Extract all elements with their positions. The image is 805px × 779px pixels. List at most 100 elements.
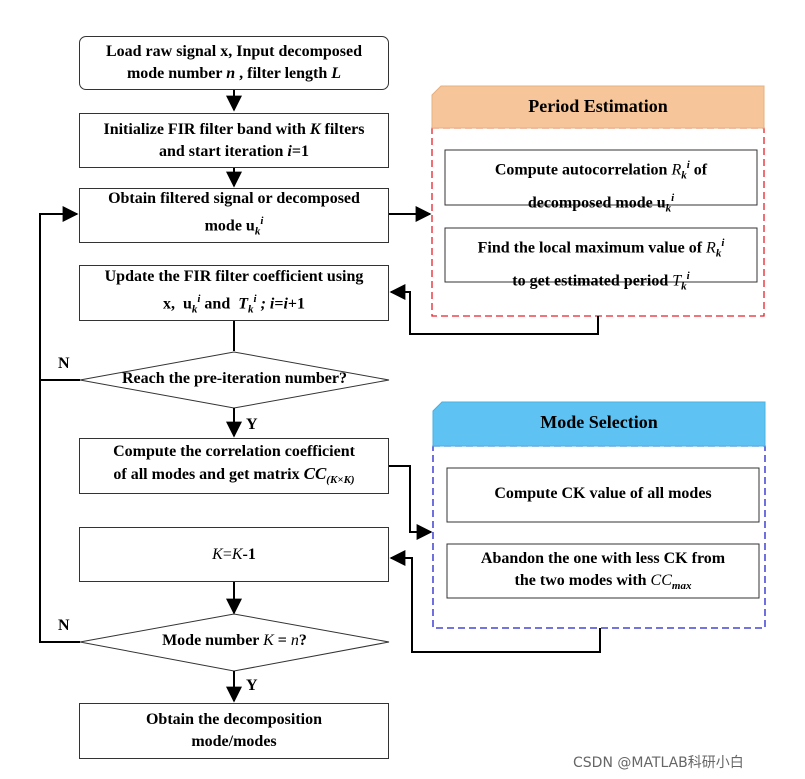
find-i: i xyxy=(721,237,725,249)
update-iter-i: i xyxy=(269,295,275,313)
local-max-text: Find the local maximum value of Rki to g… xyxy=(445,232,757,297)
period-estimation-title: Period Estimation xyxy=(528,96,668,116)
find-k: k xyxy=(715,247,722,260)
auto-R: R xyxy=(671,161,682,179)
update-k2: k xyxy=(248,303,254,316)
arrow-selection-kk xyxy=(389,550,601,653)
auto-line1a: Compute autocorrelation xyxy=(494,161,672,179)
auto-of: of xyxy=(689,161,708,179)
obtain-filtered-box: Obtain filtered signal or decomposed mod… xyxy=(79,188,389,243)
label-n-reach: N xyxy=(58,355,70,372)
mode-text-a: Mode number xyxy=(162,632,264,649)
mode-decision-diamond xyxy=(79,613,390,672)
load-signal-box: Load raw signal x, Input decomposed mode… xyxy=(79,36,389,90)
corr-line2a: of all modes and get matrix xyxy=(113,465,304,483)
abandon-line1: Abandon the one with less CK from xyxy=(480,550,726,567)
init-K: K xyxy=(309,120,321,138)
load-line2b: , filter length xyxy=(235,65,332,82)
update-and: and xyxy=(204,295,231,313)
find-tk: k xyxy=(681,280,687,293)
period-estimation-header-shape xyxy=(431,85,765,129)
load-line2a: mode number xyxy=(126,65,227,82)
update-iter-eq: = xyxy=(274,295,284,313)
final-line2: mode/modes xyxy=(191,733,277,750)
mode-K: K xyxy=(263,632,274,649)
obtain-i: i xyxy=(260,215,264,228)
abandon-max: max xyxy=(671,580,692,593)
load-L: L xyxy=(331,65,342,82)
watermark: CSDN @MATLAB科研小白 xyxy=(573,755,744,771)
update-iter-i2: i xyxy=(283,295,288,313)
mode-eq: = xyxy=(273,632,291,649)
find-ti: i xyxy=(686,269,690,282)
auto-line2a: decomposed mode xyxy=(527,193,657,211)
kk-K1: K xyxy=(212,545,223,563)
autocorrelation-box xyxy=(444,149,758,206)
find-R: R xyxy=(706,239,716,257)
load-n: n xyxy=(226,65,236,82)
corr-line1: Compute the correlation coefficient xyxy=(113,442,355,460)
arrow-period-update xyxy=(389,284,599,335)
update-line1: Update the FIR filter coefficient using xyxy=(104,267,364,285)
init-line2a: and start iteration xyxy=(158,142,288,160)
reach-decision-diamond xyxy=(79,351,390,409)
correlation-box: Compute the correlation coefficient of a… xyxy=(79,438,389,494)
loop-n-mode xyxy=(39,380,80,643)
local-max-box xyxy=(444,227,758,283)
obtain-u: u xyxy=(245,217,255,235)
init-i: i xyxy=(287,142,292,160)
auto-u: u xyxy=(656,193,666,211)
abandon-text: Abandon the one with less CK from the tw… xyxy=(447,548,759,597)
update-i2: i xyxy=(253,292,257,305)
kk-K2: K xyxy=(231,545,243,563)
auto-i: i xyxy=(686,159,690,171)
load-line1: Load raw signal x, Input decomposed xyxy=(105,43,363,60)
auto-ui: i xyxy=(671,191,675,204)
reach-decision-text: Reach the pre-iteration number? xyxy=(122,370,347,387)
update-fir-box: Update the FIR filter coefficient using … xyxy=(79,265,389,321)
abandon-CC: CC xyxy=(650,572,672,589)
label-n-mode: N xyxy=(58,617,70,634)
final-output-box: Obtain the decomposition mode/modes xyxy=(79,703,389,759)
find-line2a: to get estimated period xyxy=(512,271,673,289)
ck-value-text: Compute CK value of all modes xyxy=(494,485,712,502)
update-i1: i xyxy=(197,292,201,305)
final-line1: Obtain the decomposition xyxy=(145,711,322,728)
loop-n-reach xyxy=(39,206,80,381)
find-T: T xyxy=(672,271,682,289)
kk-eq: = xyxy=(222,545,232,563)
auto-uk: k xyxy=(665,202,672,215)
label-y-mode: Y xyxy=(246,677,258,694)
init-line2b: =1 xyxy=(291,142,309,160)
auto-k: k xyxy=(681,169,687,182)
update-k1: k xyxy=(191,303,198,316)
update-u: u xyxy=(182,295,192,313)
obtain-k: k xyxy=(254,225,261,238)
corr-CC: CC xyxy=(303,463,327,483)
initialize-fir-box: Initialize FIR filter band with K filter… xyxy=(79,113,389,168)
update-semicolon: ; xyxy=(260,295,266,313)
abandon-line2a: the two modes with xyxy=(514,572,651,589)
find-line1a: Find the local maximum value of xyxy=(477,239,707,257)
mode-n: n xyxy=(290,632,299,649)
corr-sub: (K×K) xyxy=(326,474,355,487)
arrow-corr-selection xyxy=(389,465,433,540)
update-x: x, xyxy=(162,295,175,313)
kk-minus1: -1 xyxy=(242,545,256,563)
autocorrelation-text: Compute autocorrelation Rki of decompose… xyxy=(445,154,757,219)
mode-selection-title: Mode Selection xyxy=(540,412,658,432)
update-iter-plus1: +1 xyxy=(287,295,306,313)
update-T: T xyxy=(238,295,248,313)
abandon-box xyxy=(446,543,760,599)
ck-value-box xyxy=(446,467,760,523)
init-line1a: Initialize FIR filter band with xyxy=(103,120,310,138)
mode-decision-text: Mode number K = n? xyxy=(80,632,389,650)
mode-selection-header-shape xyxy=(432,401,766,447)
k-decrement-box: K=K-1 xyxy=(79,527,389,582)
init-line1b: filters xyxy=(320,120,365,138)
obtain-line1: Obtain filtered signal or decomposed xyxy=(108,190,360,208)
obtain-line2a: mode xyxy=(204,217,246,235)
mode-q: ? xyxy=(298,632,307,649)
